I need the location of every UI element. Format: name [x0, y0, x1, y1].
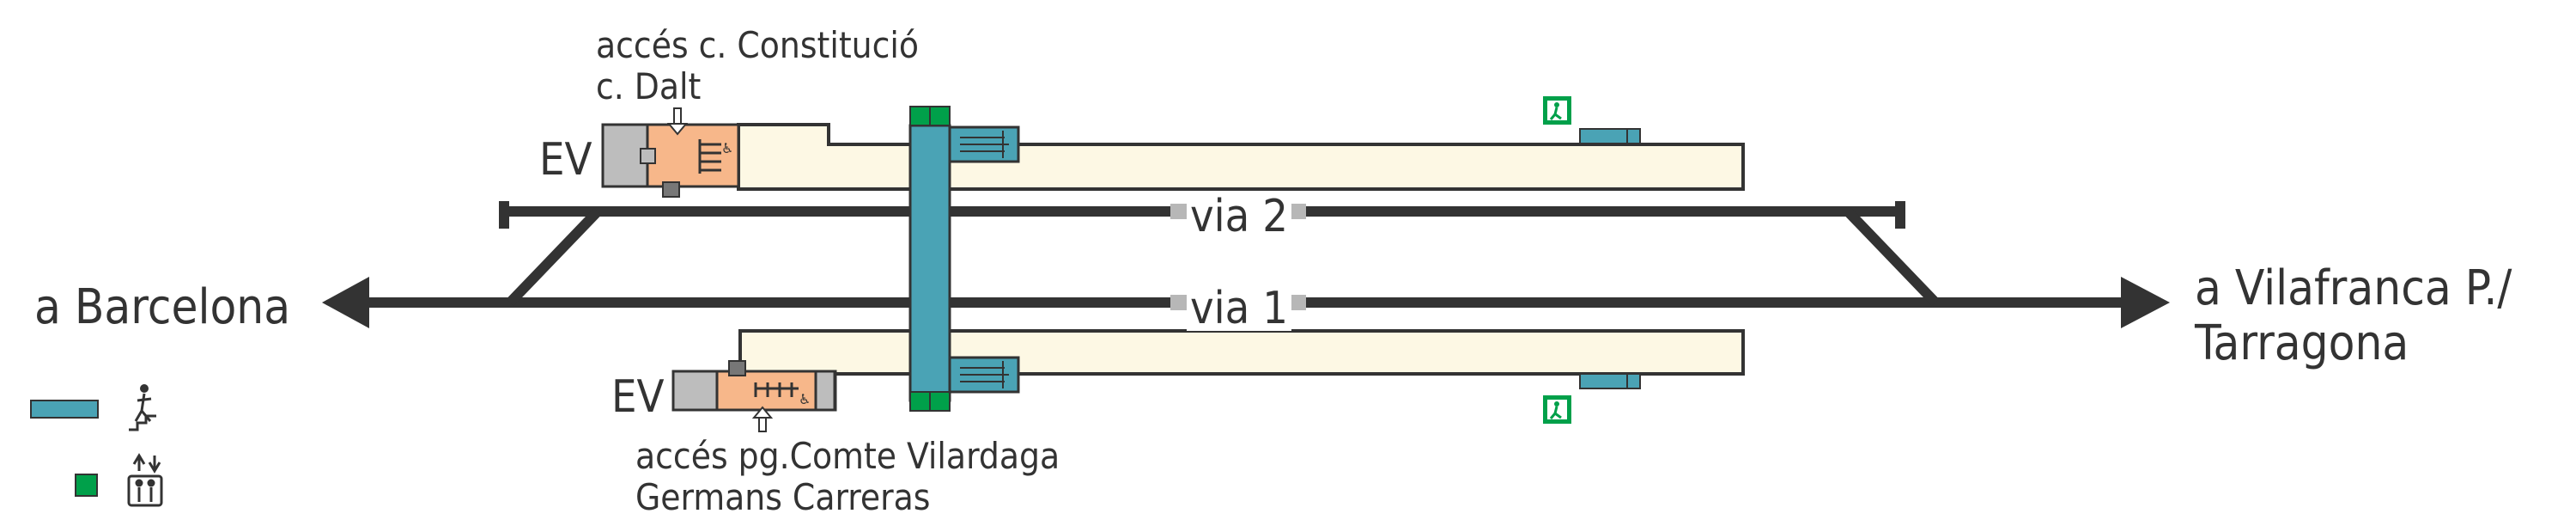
stairs-top: [948, 125, 1020, 163]
elevator-icon: [127, 453, 163, 507]
via-1-label: via 1: [1187, 286, 1291, 331]
turnstiles-bottom-icon: [754, 382, 799, 397]
crossover-right: [1844, 207, 1940, 307]
arrow-left-icon: [322, 277, 369, 328]
destination-right-line2: Tarragona: [2195, 315, 2409, 371]
turnstiles-icon: [698, 139, 721, 174]
wheelchair-bottom-icon: ♿: [799, 391, 811, 407]
access-arrow-bottom-icon: [751, 406, 774, 432]
access-bottom-line2: Germans Carreras: [635, 476, 931, 518]
legend-swatch-elevator: [75, 474, 98, 497]
escalator-stairs-icon: [129, 384, 156, 431]
via-2-label: via 2: [1187, 194, 1291, 239]
access-top-line1: accés c. Constitució: [596, 24, 920, 66]
access-top-line2: c. Dalt: [596, 65, 702, 107]
platform-bottom: [738, 329, 1745, 376]
exit-stairs-top: [1579, 128, 1641, 144]
arrow-right-icon: [2121, 277, 2170, 328]
ev-building-bottom: [671, 370, 719, 412]
ticket-validator-bottom-icon: [728, 360, 746, 376]
emergency-exit-bottom-icon: [1543, 395, 1571, 424]
ticket-machine-icon: [640, 148, 656, 164]
elevator-top-left: [909, 106, 931, 126]
access-arrow-top-icon: [666, 107, 689, 136]
elevator-top-right: [929, 106, 951, 126]
platform-top: [737, 123, 1745, 191]
crossover-left: [506, 207, 602, 307]
station-hall-bottom-annex: [814, 370, 836, 412]
station-hall-top: [646, 123, 740, 188]
emergency-exit-top-icon: [1543, 96, 1571, 125]
underpass-walkway: [908, 124, 951, 402]
ticket-validator-icon: [662, 181, 680, 198]
access-bottom-line1: accés pg.Comte Vilardaga: [635, 435, 1060, 477]
exit-stairs-bottom: [1579, 373, 1641, 389]
legend-swatch-walkway: [30, 400, 99, 419]
ev-label-bottom: EV: [611, 371, 665, 423]
wheelchair-icon: ♿: [721, 140, 733, 156]
destination-left: a Barcelona: [34, 279, 291, 335]
elevator-bottom-left: [909, 391, 931, 412]
ev-label-top: EV: [539, 134, 592, 186]
destination-right-line1: a Vilafranca P./: [2195, 260, 2512, 316]
elevator-bottom-right: [929, 391, 951, 412]
stairs-bottom: [948, 356, 1020, 394]
